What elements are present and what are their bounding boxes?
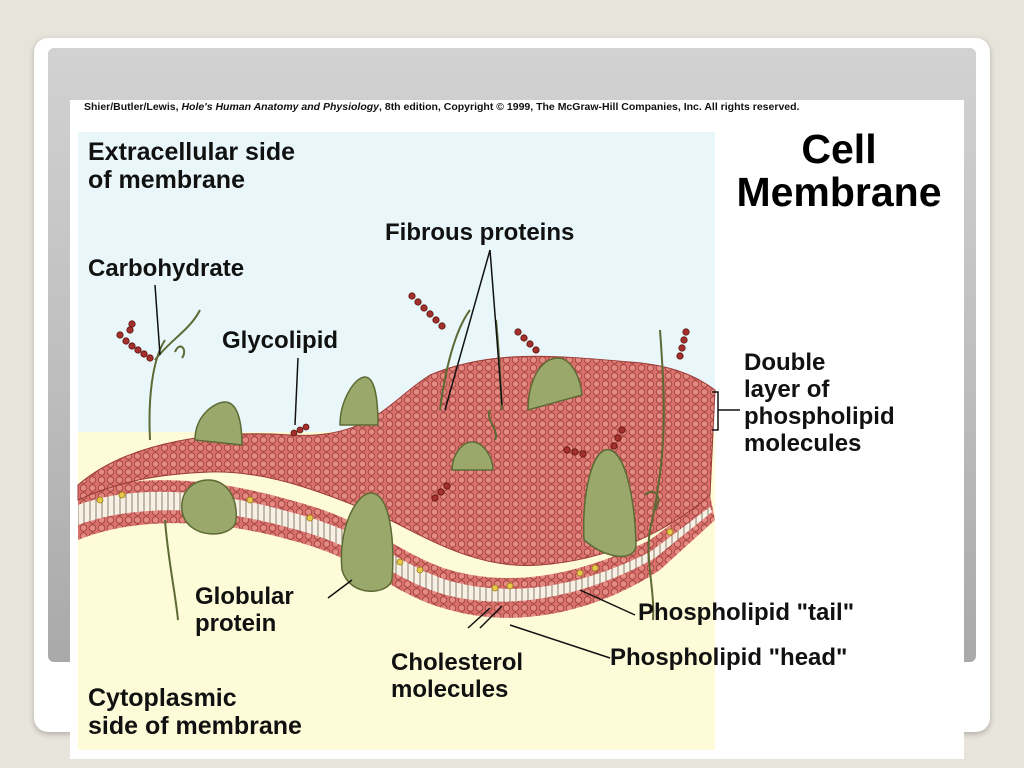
label-glycolipid: Glycolipid (222, 327, 339, 354)
credit-rights: , 8th edition, Copyright © 1999, The McG… (379, 101, 800, 113)
figure-credit-line: Shier/Butler/Lewis, Hole's Human Anatomy… (84, 101, 964, 113)
credit-book-title: Hole's Human Anatomy and Physiology (181, 101, 380, 113)
figure-title: Cell Membrane (736, 126, 942, 216)
label-cholesterol-molecules: Cholesterol molecules (391, 649, 524, 703)
label-cytoplasmic-side: Cytoplasmic side of membrane (88, 684, 302, 740)
membrane-upper-surface (77, 355, 716, 567)
label-globular-protein: Globular protein (195, 583, 294, 637)
label-fibrous-proteins: Fibrous proteins (385, 219, 575, 246)
label-carbohydrate: Carbohydrate (88, 255, 245, 282)
label-phospholipid-head: Phospholipid "head" (610, 644, 848, 671)
label-phospholipid-tail: Phospholipid "tail" (638, 599, 855, 626)
membrane-tail-zone (78, 491, 712, 602)
label-extracellular-side: Extracellular side of membrane (88, 138, 296, 194)
globular-proteins (181, 357, 637, 592)
label-double-layer: Double layer of phospholipid molecules (744, 349, 895, 457)
label-leader-lines (154, 249, 740, 659)
credit-authors: Shier/Butler/Lewis, (84, 101, 182, 113)
membrane-illustration (77, 132, 740, 750)
cell-membrane-figure: Shier/Butler/Lewis, Hole's Human Anatomy… (70, 100, 964, 759)
carbohydrate-chains (116, 292, 690, 502)
